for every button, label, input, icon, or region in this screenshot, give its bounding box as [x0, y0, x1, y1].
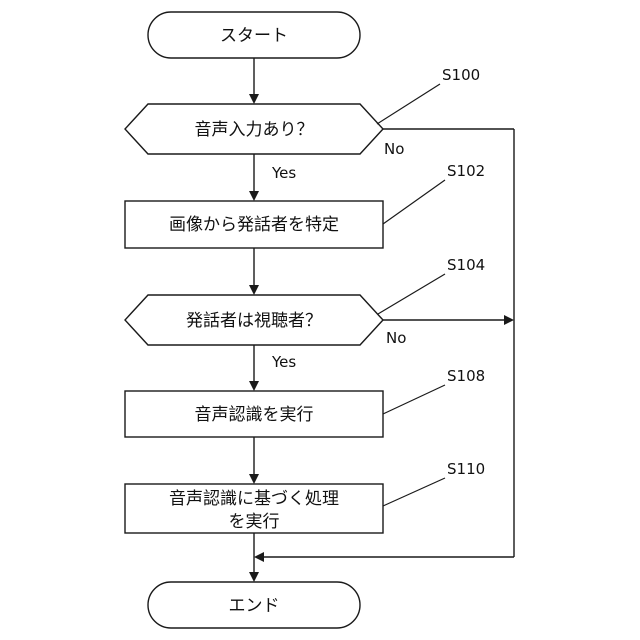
process-s102-label: 画像から発話者を特定	[169, 215, 339, 235]
arrowhead-no-return	[254, 552, 264, 562]
arrowhead-s100-s102	[249, 191, 259, 201]
branch-label-s104-yes: Yes	[271, 353, 296, 371]
leader-s108	[383, 385, 445, 414]
arrowhead-s110-end	[249, 572, 259, 582]
decision-s104-label: 発話者は視聴者？	[186, 311, 322, 331]
leader-s102	[383, 180, 445, 224]
branch-label-s100-no: No	[384, 140, 404, 158]
step-label-s102: S102	[447, 162, 485, 180]
arrowhead-s104-s108	[249, 381, 259, 391]
step-label-s104: S104	[447, 256, 485, 274]
leader-s100	[377, 84, 440, 124]
process-s110-label-line1: 音声認識に基づく処理	[169, 489, 339, 509]
step-label-s110: S110	[447, 460, 485, 478]
start-label: スタート	[220, 26, 288, 46]
process-s108-label: 音声認識を実行	[195, 405, 314, 425]
branch-label-s100-yes: Yes	[271, 164, 296, 182]
leader-s110	[383, 478, 445, 506]
decision-s100-label: 音声入力あり？	[195, 120, 314, 140]
arrowhead-s108-s110	[249, 474, 259, 484]
arrowhead-start-s100	[249, 94, 259, 104]
end-label: エンド	[229, 596, 280, 616]
step-label-s108: S108	[447, 367, 485, 385]
arrowhead-s102-s104	[249, 285, 259, 295]
leader-s104	[378, 274, 445, 314]
process-s110-label-line2: を実行	[229, 512, 280, 532]
branch-label-s104-no: No	[386, 329, 406, 347]
arrowhead-s104-no	[504, 315, 514, 325]
step-label-s100: S100	[442, 66, 480, 84]
